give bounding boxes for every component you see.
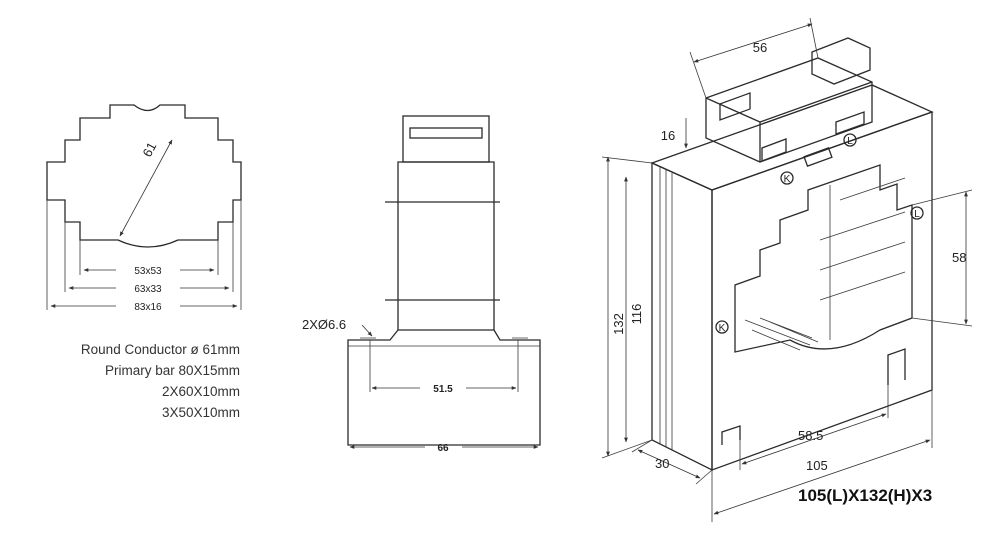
height-body-label: 116 bbox=[629, 304, 644, 325]
window-opening bbox=[734, 164, 913, 353]
mount-base bbox=[347, 329, 541, 446]
window-hatching bbox=[744, 177, 906, 351]
dim-inner-label: 53x53 bbox=[134, 266, 162, 277]
mount-notches bbox=[721, 348, 906, 445]
side-view: 2XØ6.6 51.5 66 bbox=[302, 115, 541, 454]
terminal-socket-1 bbox=[719, 92, 751, 121]
hole-leader bbox=[361, 324, 373, 337]
dim-30-ext bbox=[631, 439, 713, 485]
isometric-view: K L L K 56 16 132 116 58 30 58.5 bbox=[601, 17, 973, 522]
terminal-l-marker bbox=[843, 133, 857, 147]
top-depth-label: 16 bbox=[661, 128, 675, 143]
front-face bbox=[711, 111, 933, 471]
spec-round-conductor: Round Conductor ø 61mm bbox=[81, 342, 240, 357]
dim-132-ext bbox=[601, 156, 653, 459]
window-height-label: 58 bbox=[952, 250, 966, 265]
front-l-marker bbox=[910, 206, 924, 220]
width-label: 105 bbox=[806, 458, 828, 473]
spec-list: Round Conductor ø 61mm Primary bar 80X15… bbox=[81, 342, 240, 420]
base-edges bbox=[348, 340, 540, 392]
front-l-label: L bbox=[914, 209, 920, 220]
inner-width-label: 51.5 bbox=[433, 384, 453, 395]
spec-bar-3x: 3X50X10mm bbox=[162, 405, 240, 420]
hole-label: 2XØ6.6 bbox=[302, 317, 346, 332]
terminal-edges bbox=[705, 81, 873, 162]
height-total-label: 132 bbox=[611, 313, 626, 335]
laminations bbox=[659, 167, 673, 450]
size-label: 105(L)X132(H)X3 bbox=[798, 486, 932, 505]
terminal-screws bbox=[761, 111, 865, 162]
terminal-nameplate bbox=[803, 147, 833, 167]
terminal-socket-2 bbox=[811, 37, 871, 85]
mount-spacing-label: 58.5 bbox=[798, 428, 823, 443]
depth-label: 30 bbox=[655, 456, 669, 471]
dim-30-line bbox=[637, 449, 701, 479]
window-outline bbox=[46, 104, 242, 248]
front-k-marker bbox=[715, 320, 729, 334]
spec-primary-bar: Primary bar 80X15mm bbox=[105, 363, 240, 378]
diameter-label: 61 bbox=[139, 140, 159, 160]
terminal-l-label: L bbox=[847, 136, 853, 147]
spec-bar-2x: 2X60X10mm bbox=[162, 384, 240, 399]
dim-105-line bbox=[713, 439, 931, 515]
side-body bbox=[397, 161, 495, 331]
side-face bbox=[651, 161, 713, 472]
top-width-label: 56 bbox=[753, 40, 767, 55]
outer-width-label: 66 bbox=[437, 443, 449, 454]
terminal-k-label: K bbox=[784, 174, 791, 185]
window-profile-view: 61 53x53 63x33 83x16 bbox=[46, 104, 242, 313]
dim-56-line bbox=[693, 23, 813, 63]
dim-58-ext bbox=[911, 189, 973, 327]
dim-middle-label: 63x33 bbox=[134, 284, 162, 295]
diameter-dim-line bbox=[119, 139, 173, 237]
extension-lines bbox=[46, 200, 242, 310]
dim-105-ext bbox=[711, 390, 933, 522]
dim-56-ext bbox=[689, 17, 819, 99]
terminal-slot bbox=[409, 127, 483, 139]
terminal-k-marker bbox=[780, 171, 794, 185]
dim-outer-label: 83x16 bbox=[134, 302, 162, 313]
terminal-block bbox=[402, 115, 490, 163]
front-k-label: K bbox=[719, 323, 726, 334]
